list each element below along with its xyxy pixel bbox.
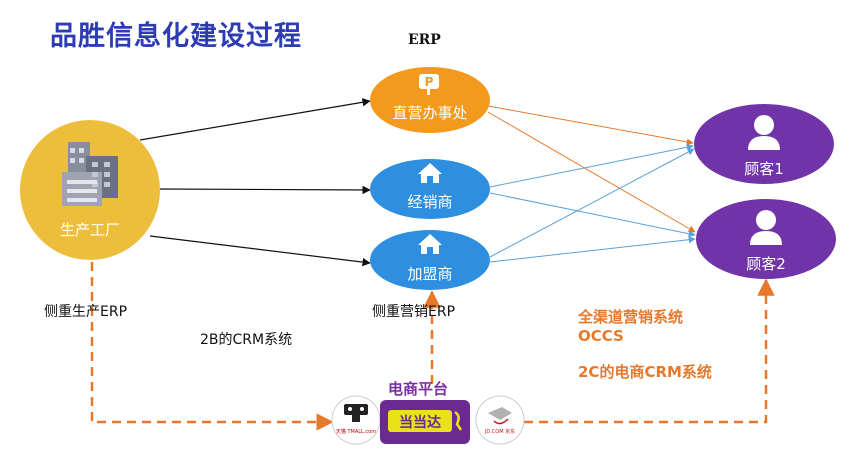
direct-office-node [370,67,490,133]
tmall-logo-text: 天猫 TMALL.com [336,428,376,435]
omni-channel-label: 全渠道营销系统 [578,308,684,326]
arrow-franchisee-customer1 [489,148,695,258]
dashed-platform-to-customer2 [524,278,775,424]
franchisee-label: 加盟商 [407,265,453,283]
arrow-franchisee-customer2 [489,236,696,263]
direct-office-label: 直营办事处 [392,104,468,122]
tmall-logo: 天猫 TMALL.com [331,395,381,445]
arrow-factory-distributor [159,185,371,195]
customer1-label: 顾客1 [744,160,784,178]
svg-text:P: P [425,75,434,89]
arrow-direct-customer1 [487,105,694,146]
dangdang-logo: 当当达 [380,400,470,444]
crm-2c-label: 2C的电商CRM系统 [578,363,712,381]
customer2-label: 顾客2 [746,255,786,273]
franchisee-node [370,230,490,290]
factory-icon [62,142,118,206]
arrow-distributor-customer2 [489,192,696,238]
dangdang-logo-text: 当当达 [399,414,441,431]
house-icon [418,163,442,183]
distributor-node [370,159,490,219]
jd-logo-text: JD.COM 京东 [484,428,515,435]
arrow-distributor-customer1 [489,143,694,188]
marketing-focus-label: 侧重营销ERP [372,304,456,320]
production-focus-label: 侧重生产ERP [44,304,128,320]
dashed-factory-to-platform [90,262,334,431]
parking-sign-icon: P [419,74,439,95]
arrow-factory-direct [139,98,371,141]
distributor-label: 经销商 [407,193,453,211]
page-title: 品胜信息化建设过程 [50,21,302,52]
arrow-factory-franchisee [149,235,371,267]
jd-logo: JD.COM 京东 [475,395,525,445]
person-icon [748,115,780,150]
erp-top-label: ERP [408,32,441,48]
person-icon [750,210,782,245]
factory-label: 生产工厂 [59,221,120,239]
house-icon [418,234,442,254]
ecommerce-platform-label: 电商平台 [388,380,449,398]
crm-2b-label: 2B的CRM系统 [200,332,293,348]
occs-label: OCCS [578,327,624,345]
arrow-direct-customer2 [487,111,696,233]
